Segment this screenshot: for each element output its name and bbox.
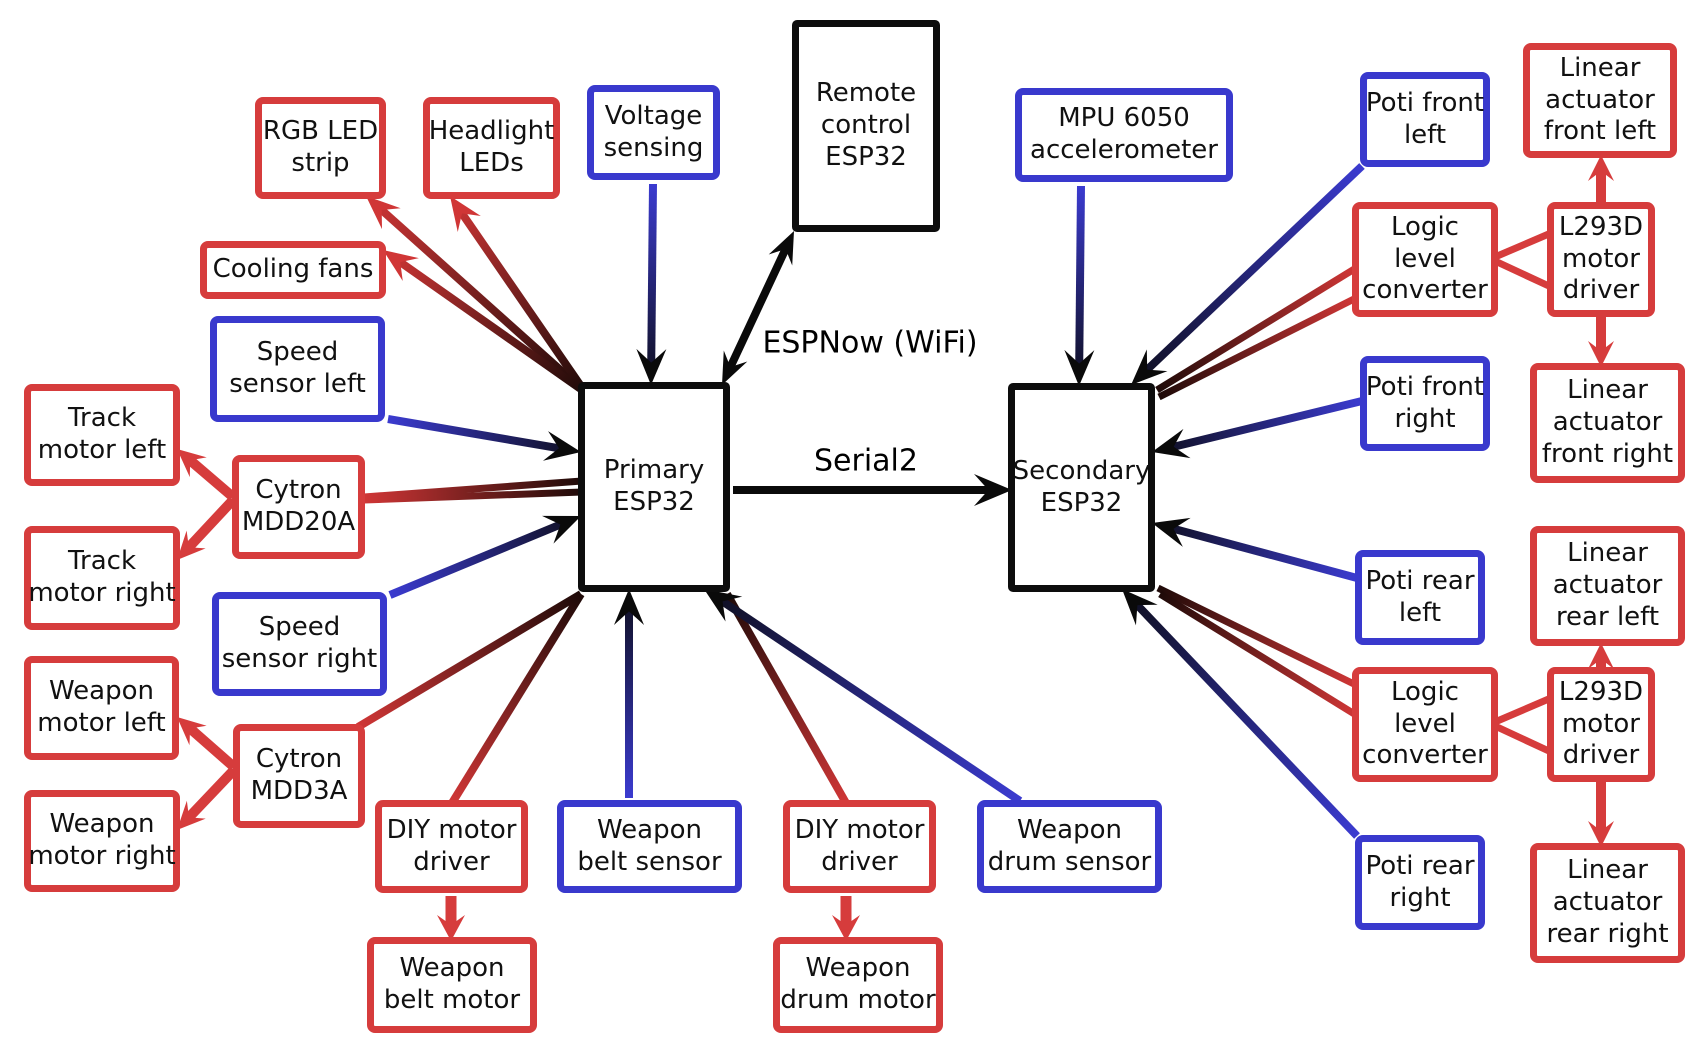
- arrowhead-primary-to-rgb-led-strip: [366, 196, 401, 230]
- node-speed-sensor-right: Speed sensor right: [212, 592, 387, 696]
- node-track-motor-right: Track motor right: [24, 526, 180, 630]
- node-weapon-motor-left: Weapon motor left: [24, 656, 179, 760]
- edge-poti-rear-right-to-secondary: [1132, 600, 1360, 839]
- arrowhead-poti-rear-right-to-secondary: [1122, 589, 1158, 626]
- node-diy-motor-driver-belt: DIY motor driver: [375, 800, 528, 893]
- edge-secondary-to-llc-front-b: [1157, 294, 1358, 401]
- edge-primary-to-diy-motor-driver-drum: [723, 592, 850, 805]
- arrowhead-l293d-front-to-actuator-front-right: [1588, 341, 1614, 367]
- node-rgb-led-strip: RGB LED strip: [255, 97, 386, 199]
- node-logic-level-converter-rear: Logic level converter: [1352, 667, 1498, 782]
- node-l293d-rear: L293D motor driver: [1547, 667, 1655, 782]
- arrowhead-mpu-6050-to-secondary: [1064, 349, 1095, 386]
- edge-cytron-mdd20a-to-primary-a: [363, 477, 583, 501]
- arrowhead-poti-front-right-to-secondary: [1152, 428, 1191, 459]
- node-l293d-front: L293D motor driver: [1547, 202, 1655, 317]
- node-poti-front-right: Poti front right: [1360, 356, 1490, 451]
- edge-primary-to-rgb-led-strip: [377, 205, 588, 395]
- node-track-motor-left: Track motor left: [24, 384, 180, 486]
- edge-llc-front-to-l293d-a: [1493, 229, 1553, 261]
- edge-speed-sensor-right-to-primary: [388, 519, 565, 599]
- node-cytron-mdd20a: Cytron MDD20A: [232, 455, 365, 559]
- node-linear-actuator-front-left: Linear actuator front left: [1523, 43, 1677, 158]
- edge-primary-to-cytron-mdd3a: [355, 590, 584, 731]
- edge-llc-rear-to-l293d-a: [1493, 694, 1553, 726]
- node-diy-motor-driver-drum: DIY motor driver: [783, 800, 936, 893]
- node-voltage-sensing: Voltage sensing: [587, 85, 720, 180]
- arrowhead-l293d-front-to-actuator-front-left: [1588, 155, 1614, 181]
- arrowhead-cytron-mdd20a-to-track-motor-left: [177, 449, 207, 478]
- node-poti-rear-left: Poti rear left: [1355, 550, 1485, 645]
- edge-weapon-drum-sensor-to-primary: [718, 596, 1023, 805]
- edge-cytron-mdd20a-to-track-motor-left: [185, 455, 237, 501]
- edge-cytron-mdd3a-to-weapon-motor-left: [185, 723, 238, 771]
- node-cooling-fans: Cooling fans: [200, 241, 386, 299]
- node-weapon-belt-motor: Weapon belt motor: [367, 937, 537, 1033]
- arrowhead-primary-to-secondary-serial2: [974, 474, 1012, 506]
- edge-mpu-6050-to-secondary: [1075, 185, 1085, 367]
- edge-primary-to-diy-motor-driver-belt: [448, 591, 585, 806]
- arrowhead-primary-remote-espnow: [768, 231, 794, 266]
- node-weapon-motor-right: Weapon motor right: [24, 790, 180, 892]
- edge-cytron-mdd20a-to-track-motor-right: [183, 496, 237, 553]
- node-mpu-6050: MPU 6050 accelerometer: [1015, 88, 1233, 182]
- edge-poti-front-left-to-secondary: [1142, 163, 1365, 375]
- edge-primary-to-cooling-fans: [395, 257, 588, 396]
- edge-cytron-mdd3a-to-weapon-motor-right: [183, 766, 238, 823]
- node-remote-esp32: Remote control ESP32: [792, 20, 940, 232]
- node-logic-level-converter-front: Logic level converter: [1352, 202, 1498, 317]
- edge-secondary-to-llc-rear-a: [1156, 584, 1358, 689]
- arrowhead-primary-to-headlight-leds: [450, 196, 481, 232]
- node-poti-rear-right: Poti rear right: [1355, 835, 1485, 930]
- edge-llc-front-to-l293d-b: [1493, 257, 1553, 291]
- arrowhead-weapon-belt-sensor-to-primary: [614, 589, 644, 625]
- node-linear-actuator-front-right: Linear actuator front right: [1530, 363, 1685, 483]
- arrowhead-speed-sensor-right-to-primary: [542, 515, 581, 544]
- arrowhead-voltage-sensing-to-primary: [636, 348, 667, 385]
- arrowhead-l293d-rear-to-actuator-rear-right: [1588, 821, 1614, 847]
- arrowhead-cytron-mdd3a-to-weapon-motor-right: [177, 800, 206, 830]
- arrowhead-primary-to-cooling-fans: [383, 250, 419, 282]
- edge-voltage-sensing-to-primary: [647, 183, 657, 366]
- arrowhead-speed-sensor-left-to-primary: [542, 431, 581, 461]
- arrowhead-primary-remote-espnow: [722, 350, 748, 385]
- edge-primary-remote-espnow: [725, 245, 791, 371]
- edge-secondary-to-llc-rear-b: [1158, 591, 1358, 718]
- node-linear-actuator-rear-left: Linear actuator rear left: [1530, 526, 1685, 646]
- node-weapon-belt-sensor: Weapon belt sensor: [557, 800, 742, 893]
- edge-secondary-to-llc-front-a: [1155, 265, 1358, 393]
- node-speed-sensor-left: Speed sensor left: [210, 316, 385, 422]
- edge-llc-rear-to-l293d-b: [1493, 722, 1553, 756]
- arrowhead-weapon-drum-sensor-to-primary: [704, 589, 743, 622]
- node-weapon-drum-sensor: Weapon drum sensor: [977, 800, 1162, 893]
- edge-speed-sensor-left-to-primary: [387, 415, 563, 453]
- node-headlight-leds: Headlight LEDs: [423, 97, 560, 199]
- node-secondary-esp32: Secondary ESP32: [1008, 383, 1155, 592]
- node-linear-actuator-rear-right: Linear actuator rear right: [1530, 843, 1685, 963]
- node-weapon-drum-motor: Weapon drum motor: [773, 937, 943, 1033]
- espnow-label: ESPNow (WiFi): [762, 325, 978, 361]
- edge-primary-to-headlight-leds: [457, 209, 589, 395]
- arrowhead-cytron-mdd3a-to-weapon-motor-left: [177, 717, 207, 746]
- node-poti-front-left: Poti front left: [1360, 72, 1490, 167]
- node-primary-esp32: Primary ESP32: [578, 382, 730, 592]
- arrowhead-poti-front-left-to-secondary: [1131, 349, 1168, 385]
- edge-poti-front-right-to-secondary: [1170, 397, 1363, 452]
- arrowhead-diy-drum-to-weapon-drum-motor: [832, 915, 860, 941]
- serial2-label: Serial2: [814, 443, 918, 479]
- arrowhead-l293d-rear-to-actuator-rear-left: [1588, 643, 1614, 669]
- edge-cytron-mdd20a-to-primary-b: [363, 488, 583, 504]
- arrowhead-poti-rear-left-to-secondary: [1152, 517, 1191, 547]
- arrowhead-diy-belt-to-weapon-belt-motor: [437, 915, 465, 941]
- edge-poti-rear-left-to-secondary: [1170, 524, 1359, 582]
- node-cytron-mdd3a: Cytron MDD3A: [233, 724, 365, 828]
- arrowhead-cytron-mdd20a-to-track-motor-right: [177, 530, 206, 560]
